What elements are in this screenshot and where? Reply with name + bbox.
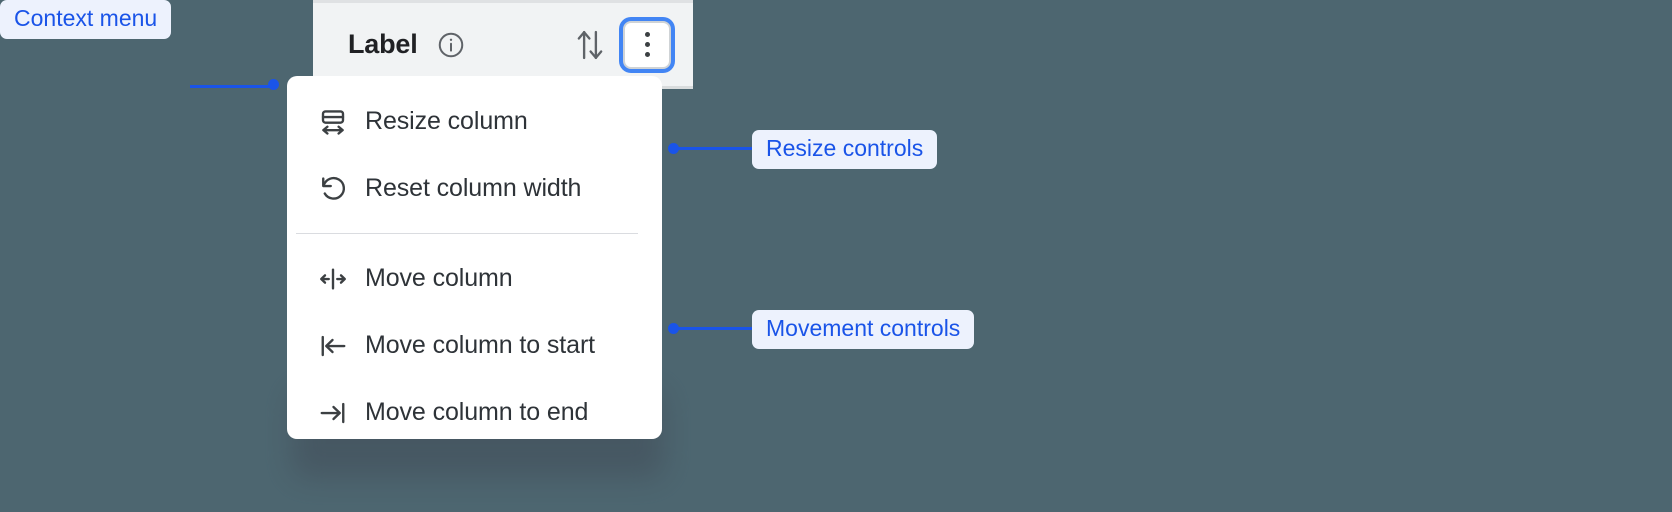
reset-width-undo-icon: [318, 174, 348, 204]
annotation-label: Movement controls: [752, 310, 975, 349]
menu-item-label: Move column: [365, 264, 513, 292]
annotation-anchor-dot: [668, 143, 679, 154]
menu-divider: [296, 233, 638, 234]
menu-item-label: Reset column width: [365, 174, 582, 202]
move-to-start-icon: [318, 331, 348, 361]
menu-item-move-column-to-end[interactable]: Move column to end: [287, 379, 662, 446]
menu-item-move-column-to-start[interactable]: Move column to start: [287, 312, 662, 379]
column-menu-button[interactable]: [623, 20, 671, 69]
menu-item-label: Move column to end: [365, 398, 589, 426]
move-column-icon: [318, 264, 348, 294]
context-menu: Resize column Reset column width: [287, 76, 662, 439]
move-to-end-icon: [318, 398, 348, 428]
resize-column-icon: [318, 107, 348, 137]
menu-item-label: Move column to start: [365, 331, 596, 359]
menu-item-resize-column[interactable]: Resize column: [287, 88, 662, 155]
annotation-leader-line: [190, 85, 274, 88]
annotation-anchor-dot: [268, 79, 279, 90]
annotation-leader-line: [674, 147, 754, 150]
annotation-label: Resize controls: [752, 130, 938, 169]
sort-up-down-icon[interactable]: [571, 24, 609, 66]
kebab-dot: [644, 52, 650, 57]
page-title: Label: [348, 29, 418, 59]
column-header: Label: [313, 0, 693, 89]
annotation-anchor-dot: [668, 323, 679, 334]
menu-item-label: Resize column: [365, 107, 528, 135]
annotation-leader-line: [674, 327, 754, 330]
kebab-vertical-icon: [644, 32, 650, 37]
info-circle-icon[interactable]: [436, 30, 466, 60]
menu-item-move-column[interactable]: Move column: [287, 245, 662, 312]
annotation-label: Context menu: [0, 0, 172, 39]
menu-item-reset-column-width[interactable]: Reset column width: [287, 155, 662, 222]
kebab-dot: [644, 42, 650, 47]
